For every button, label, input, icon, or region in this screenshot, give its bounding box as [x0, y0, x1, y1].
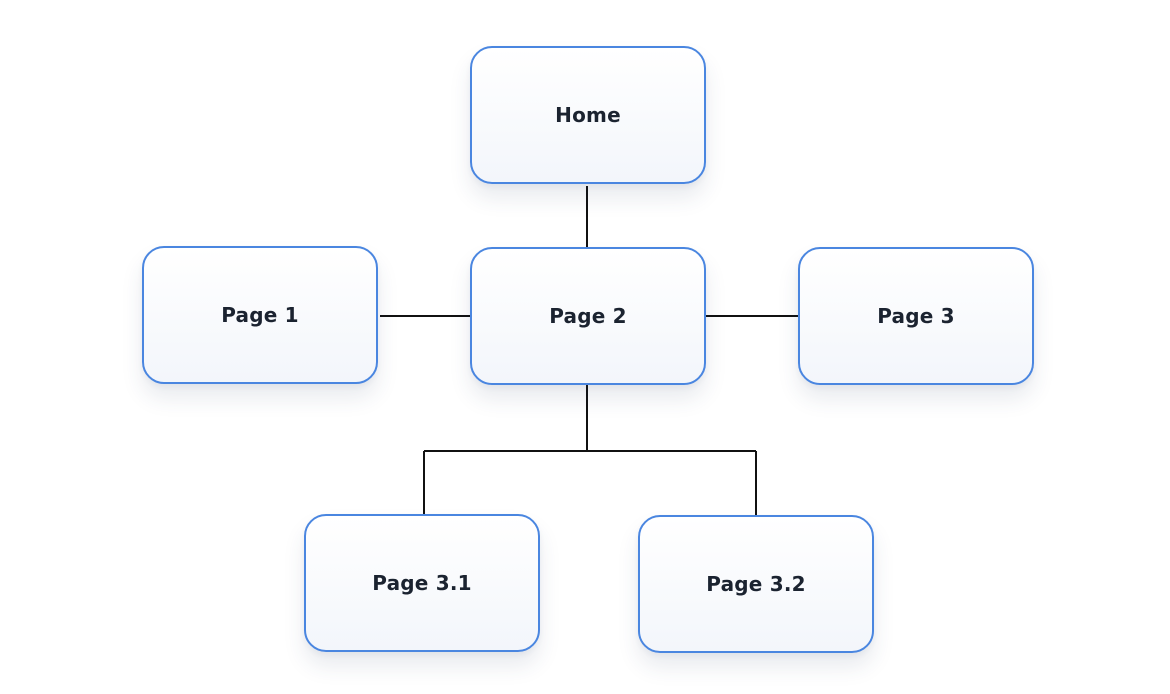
node-page-3-1: Page 3.1: [304, 514, 540, 652]
node-page-1: Page 1: [142, 246, 378, 384]
node-page-3-1-label: Page 3.1: [372, 571, 472, 595]
node-page-1-label: Page 1: [221, 303, 299, 327]
node-page-3: Page 3: [798, 247, 1034, 385]
node-home-label: Home: [555, 103, 621, 127]
node-page-2-label: Page 2: [549, 304, 627, 328]
node-page-2: Page 2: [470, 247, 706, 385]
node-home: Home: [470, 46, 706, 184]
node-page-3-2-label: Page 3.2: [706, 572, 806, 596]
node-page-3-2: Page 3.2: [638, 515, 874, 653]
node-page-3-label: Page 3: [877, 304, 955, 328]
